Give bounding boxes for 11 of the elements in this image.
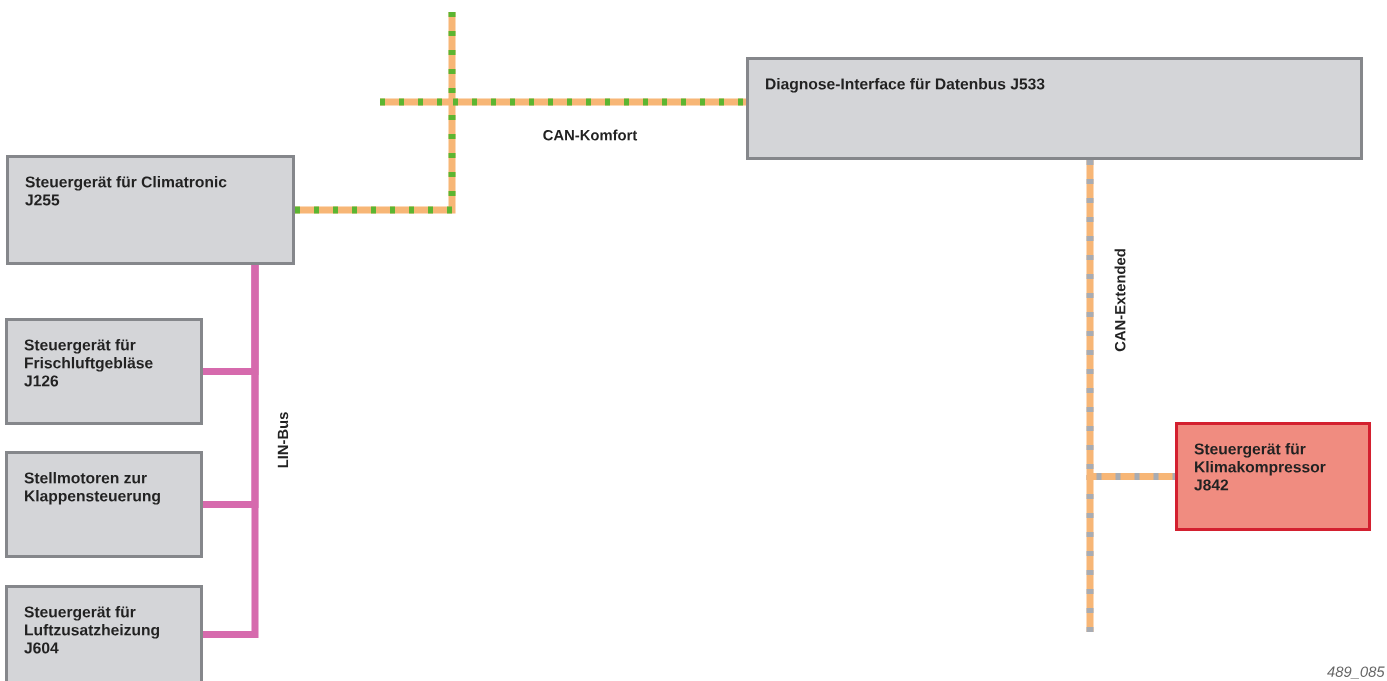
control-unit-box: Steuergerät für Klimakompressor J842 <box>1175 422 1371 531</box>
bus-label: LIN-Bus <box>277 412 289 468</box>
control-unit-box: Steuergerät für Luftzusatzheizung J604 <box>5 585 203 681</box>
figure-number: 489_085 <box>1327 666 1385 679</box>
bus-label: CAN-Komfort <box>543 129 638 141</box>
bus-line <box>1086 160 1175 480</box>
control-unit-box: Steuergerät für Frischluftgebläse J126 <box>5 318 203 425</box>
control-unit-box: Steuergerät für Climatronic J255 <box>6 155 295 265</box>
control-unit-box: Stellmotoren zur Klappensteuerung <box>5 451 203 558</box>
control-unit-box: Diagnose-Interface für Datenbus J533 <box>746 57 1363 160</box>
bus-label: CAN-Extended <box>1114 249 1126 352</box>
